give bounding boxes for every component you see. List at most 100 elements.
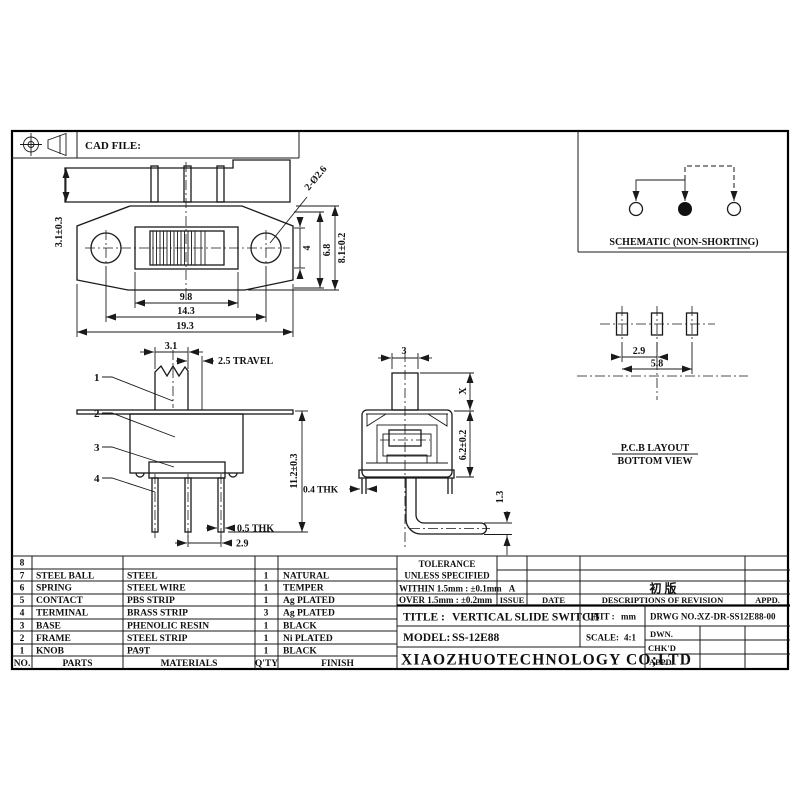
issue-value: A [509,584,516,594]
part-material: PA9T [127,647,151,657]
dim-frame-thk: 0.4 THK [303,486,339,496]
header-materials: MATERIALS [161,659,218,669]
part-name: TERMINAL [36,609,88,619]
unit-label: UNIT : [587,612,615,622]
dim-body-height-62: 6.2±0.2 [458,430,469,461]
part-material: STEEL STRIP [127,634,188,644]
terminal-contact-common [678,202,692,216]
dim-knob-width-side: 3 [402,346,407,357]
part-qty: 3 [264,609,269,619]
dim-terminal-thk: 0.5 THK [237,524,274,535]
title-value: VERTICAL SLIDE SWITCH [452,612,599,624]
part-qty: 1 [264,584,269,594]
scale-label: SCALE: [586,633,619,643]
terminal-contact-open-right [726,201,742,217]
pcb-layout: 2.9 5.8 P.C.B LAYOUT BOTTOM VIEW [577,306,748,467]
dim-overall-width: 19.3 [176,321,194,332]
dim-pitch-front: 2.9 [236,539,249,550]
part-name: CONTACT [36,596,83,606]
model-label: MODEL: [403,632,450,644]
scale-value: 4:1 [624,633,636,643]
tolerance-line1: TOLERANCE [419,559,476,569]
front-view: 3.1 2.5 TRAVEL 11.2±0.3 0.5 THK 2.9 1 2 … [76,341,308,550]
part-name: BASE [36,622,61,632]
balloon-2-frame: 2 [94,408,100,420]
part-name: STEEL BALL [36,572,94,582]
table-grid [12,555,790,669]
unit-value: mm [621,612,636,622]
sheet-border [10,129,790,671]
part-finish: NATURAL [283,572,329,582]
company-name: XIAOZHUOTECHNOLOGY CO;LTD [401,652,692,669]
part-material: PHENOLIC RESIN [127,622,209,632]
part-no: 3 [20,622,25,632]
part-no: 4 [20,609,25,619]
part-material: STEEL [127,572,158,582]
part-finish: Ni PLATED [283,634,333,644]
part-name: FRAME [36,634,71,644]
dim-body-81: 8.1±0.2 [337,233,348,264]
part-finish: TEMPER [283,584,324,594]
part-material: STEEL WIRE [127,584,186,594]
part-finish: Ag PLATED [283,596,335,606]
part-no: 8 [20,559,25,569]
revision-entry: 初 版 [649,581,676,596]
part-name: SPRING [36,584,73,594]
terminal-contact-open-left [628,201,644,217]
part-no: 1 [20,647,25,657]
dim-knob-height-x: X [458,387,469,395]
part-finish: BLACK [283,622,317,632]
tolerance-within: WITHIN 1.5mm : ±0.1mm [399,584,502,594]
date-label: DATE [542,595,565,605]
dim-travel: 2.5 TRAVEL [218,356,274,367]
tolerance-line2: UNLESS SPECIFIED [404,571,490,581]
header-no: NO. [14,659,31,669]
title-block: TOLERANCE UNLESS SPECIFIED WITHIN 1.5mm … [399,559,780,669]
part-no: 5 [20,596,25,606]
dim-knob-width-front: 3.1 [165,341,178,352]
part-material: PBS STRIP [127,596,175,606]
balloon-4-terminal: 4 [94,473,100,485]
revision-appd-label: APPD. [755,595,780,605]
tolerance-over: OVER 1.5mm : ±0.2mm [399,595,493,605]
revision-label: DESCRIPTIONS OF REVISION [602,595,724,605]
pcb-caption-line2: BOTTOM VIEW [618,456,693,467]
dim-hole-pitch: 14.3 [177,306,195,317]
part-qty: 1 [264,572,269,582]
part-qty: 1 [264,647,269,657]
chkd-label: CHK'D [648,643,676,653]
pcb-caption-line1: P.C.B LAYOUT [621,443,690,454]
part-finish: Ag PLATED [283,609,335,619]
projection-symbol-icon [20,132,67,157]
part-qty: 1 [264,622,269,632]
part-qty: 1 [264,596,269,606]
dim-band-height: 3.1±0.3 [54,217,65,248]
part-no: 6 [20,584,25,594]
part-finish: BLACK [283,647,317,657]
title-label: TITLE : [403,612,445,624]
dim-terminal-13: 1.3 [495,491,506,504]
drwg-label: DRWG NO.: [650,612,700,622]
header-finish: FINISH [321,659,354,669]
part-no: 7 [20,572,25,582]
balloon-3-base: 3 [94,442,100,454]
drwg-value: XZ-DR-SS12E88-00 [698,612,776,622]
header-parts: PARTS [62,659,92,669]
header-qty: Q'TY [255,659,278,669]
schematic-caption: SCHEMATIC (NON-SHORTING) [609,237,758,248]
parts-table: 8 7 STEEL BALL STEEL 1 NATURAL 6 SPRING … [14,559,355,670]
dim-knob-4: 4 [302,246,313,251]
cad-file-label: CAD FILE: [85,140,141,152]
balloon-1-knob: 1 [94,372,100,384]
appd-label: APPD. [649,657,674,667]
schematic-box: SCHEMATIC (NON-SHORTING) [577,131,788,253]
dim-notch-68: 6.8 [322,244,333,257]
part-name: KNOB [36,647,65,657]
part-no: 2 [20,634,25,644]
dim-slot-length: 9.8 [180,292,193,303]
part-material: BRASS STRIP [127,609,188,619]
pcb-dim-pitch: 2.9 [633,346,646,357]
